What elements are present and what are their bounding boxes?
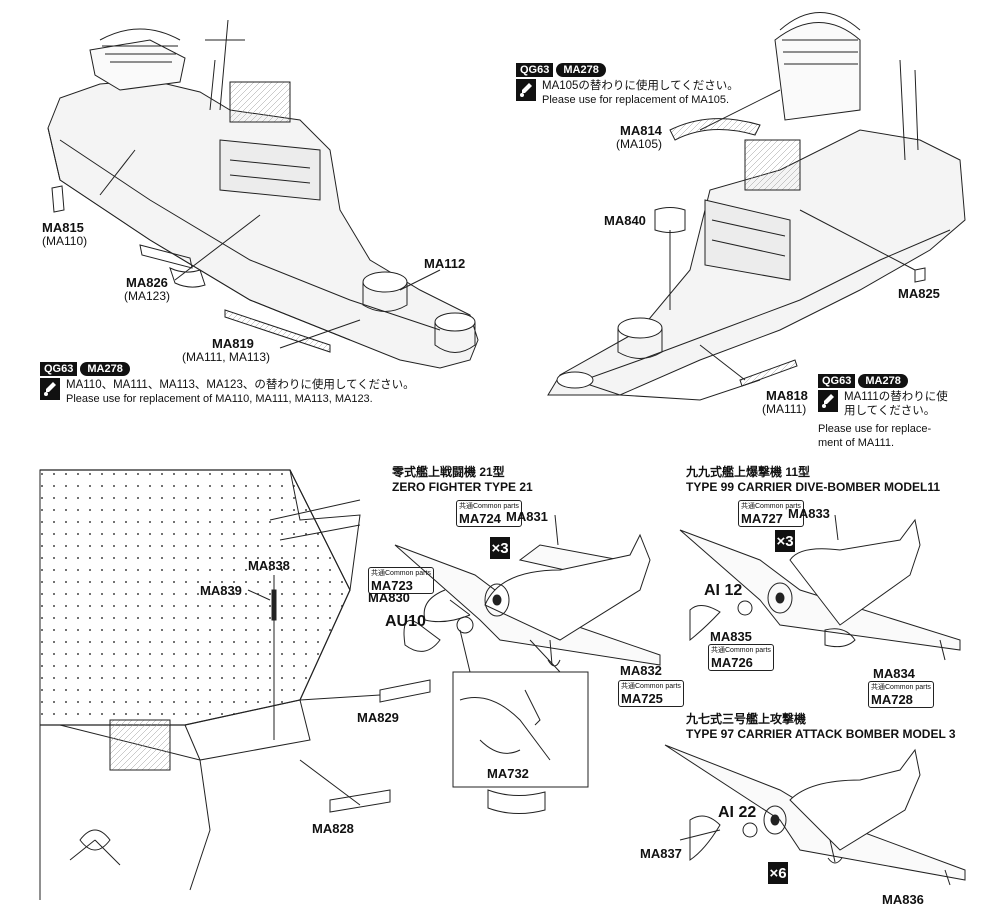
part-label-ma815: MA815 [42, 220, 84, 235]
note-1: MA105の替わりに使用してください。 Please use for repla… [516, 79, 739, 107]
part-label-ma727: MA727 [741, 511, 783, 526]
ma-code: MA278 [80, 362, 130, 376]
part-label-ma836: MA836 [882, 892, 924, 907]
part-label-au10: AU10 [385, 613, 426, 630]
part-label-ma834: MA834 [873, 666, 915, 681]
part-label-ma725: MA725 [621, 691, 663, 706]
part-label-ma825: MA825 [898, 286, 940, 301]
note-2: MA110、MA111、MA113、MA123、の替わりに使用してください。 P… [40, 378, 415, 406]
qg-code: QG63 [516, 63, 554, 77]
ma-code: MA278 [858, 374, 908, 388]
kate-attack-bomber-drawing [664, 744, 966, 886]
note-2-en: Please use for replacement of MA110, MA1… [66, 393, 373, 405]
flight-deck-section [39, 469, 431, 900]
part-label-ma732: MA732 [487, 766, 529, 781]
part-label-ma819: MA819 [212, 336, 254, 351]
zero-title-en: ZERO FIGHTER TYPE 21 [392, 480, 533, 494]
part-label-ma723: MA723 [371, 578, 413, 593]
part-label-ma728: MA728 [871, 692, 913, 707]
quantity-badge: ×3 [775, 530, 795, 552]
zero-title-jp: 零式艦上戦闘機 21型 [392, 465, 505, 479]
part-label-ma832: MA832 [620, 663, 662, 678]
common-parts-key: 共通Common parts [871, 684, 931, 691]
note-3-jp-2: 用してください。 [844, 405, 936, 417]
glue-tip-icon [40, 378, 60, 400]
ship-section-left [47, 19, 479, 369]
common-part-ma723: 共通Common parts MA723 [368, 567, 434, 594]
common-part-ma724: 共通Common parts MA724 [456, 500, 522, 527]
part-label-ai22: AI 22 [718, 804, 757, 821]
kate-title-en: TYPE 97 CARRIER ATTACK BOMBER MODEL 3 [686, 727, 956, 741]
val-dive-bomber-drawing [679, 514, 961, 661]
part-label-ma726: MA726 [711, 655, 753, 670]
quantity-badge: ×3 [490, 537, 510, 559]
part-label-ma833: MA833 [788, 506, 830, 521]
part-label-ma814: MA814 [620, 123, 662, 138]
part-label-ma831: MA831 [506, 509, 548, 524]
part-label-ma829: MA829 [357, 710, 399, 725]
note-2-codes: QG63 MA278 [40, 362, 130, 376]
common-part-ma726: 共通Common parts MA726 [708, 644, 774, 671]
qg-code: QG63 [818, 374, 856, 388]
part-label-ma826: MA826 [126, 275, 168, 290]
val-title-en: TYPE 99 CARRIER DIVE-BOMBER MODEL11 [686, 480, 941, 494]
note-3: MA111の替わりに使 用してください。 [818, 390, 948, 418]
common-part-ma728: 共通Common parts MA728 [868, 681, 934, 708]
common-parts-key: 共通Common parts [741, 503, 801, 510]
part-sub-ma818: (MA111) [762, 402, 807, 416]
common-parts-key: 共通Common parts [711, 647, 771, 654]
glue-tip-icon [818, 390, 838, 412]
glue-tip-icon [516, 79, 536, 101]
val-title-jp: 九九式艦上爆撃機 11型 [686, 465, 811, 479]
part-label-ma830: MA830 [368, 590, 410, 605]
part-label-ma835: MA835 [710, 629, 752, 644]
part-label-ma840: MA840 [604, 213, 646, 228]
common-parts-key: 共通Common parts [371, 570, 431, 577]
part-label-ma828: MA828 [312, 821, 354, 836]
part-label-ma838: MA838 [248, 558, 290, 573]
part-label-ma818: MA818 [766, 388, 808, 403]
note-1-en: Please use for replacement of MA105. [542, 94, 730, 106]
part-sub-ma814: (MA105) [616, 137, 663, 151]
note-3-en-1: Please use for replace- [818, 423, 932, 435]
quantity-badge: ×6 [768, 862, 788, 884]
part-label-ai12: AI 12 [704, 582, 743, 599]
note-3-jp-1: MA111の替わりに使 [844, 391, 948, 403]
note-2-jp: MA110、MA111、MA113、MA123、の替わりに使用してください。 [66, 379, 415, 391]
common-parts-key: 共通Common parts [459, 503, 519, 510]
note-3-en-2: ment of MA111. [818, 437, 895, 449]
common-part-ma727: 共通Common parts MA727 [738, 500, 804, 527]
part-label-ma724: MA724 [459, 511, 501, 526]
note-3-en: Please use for replace- ment of MA111. [818, 422, 931, 450]
common-part-ma725: 共通Common parts MA725 [618, 680, 684, 707]
part-sub-ma819: (MA111, MA113) [182, 350, 271, 364]
note-1-codes: QG63 MA278 [516, 63, 606, 77]
qg-code: QG63 [40, 362, 78, 376]
part-sub-ma815: (MA110) [42, 234, 88, 248]
note-1-jp: MA105の替わりに使用してください。 [542, 80, 739, 92]
part-label-ma839: MA839 [200, 583, 242, 598]
ship-section-right [547, 12, 966, 401]
zero-fighter-drawing [394, 514, 661, 814]
note-3-codes: QG63 MA278 [818, 374, 908, 388]
part-label-ma112: MA112 [424, 256, 466, 271]
common-parts-key: 共通Common parts [621, 683, 681, 690]
part-label-ma837: MA837 [640, 846, 682, 861]
part-sub-ma826: (MA123) [124, 289, 171, 303]
ma-code: MA278 [556, 63, 606, 77]
kate-title-jp: 九七式三号艦上攻撃機 [686, 712, 807, 726]
